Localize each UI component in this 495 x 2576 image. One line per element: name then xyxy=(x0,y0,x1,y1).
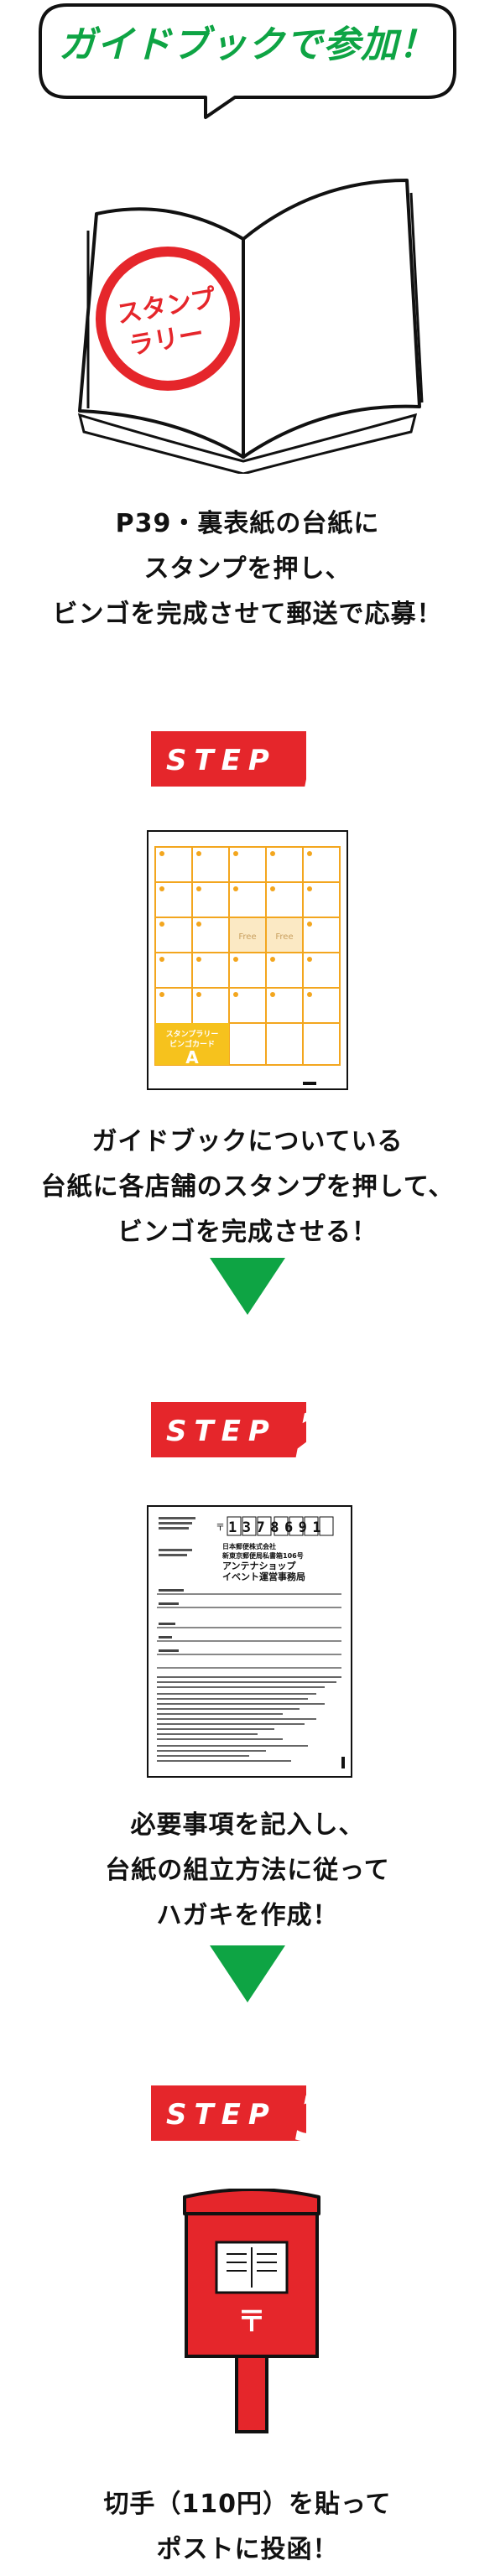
free-cell-2: Free xyxy=(275,932,293,942)
header-bubble xyxy=(39,3,456,119)
step-2-line: 台紙の組立方法に従って xyxy=(105,1856,390,1885)
intro-text: P39・裏表紙の台紙に スタンプを押し、 ビンゴを完成させて郵送で応募！ xyxy=(0,501,495,637)
step-2-line: ハガキを作成！ xyxy=(156,1901,339,1930)
step-1-line: 台紙に各店舗のスタンプを押して、 xyxy=(40,1172,455,1202)
stamp-circle xyxy=(96,247,240,391)
address-line: 日本郵便株式会社 xyxy=(222,1542,276,1550)
step-1-number: 1 xyxy=(302,727,346,802)
step-1-text: ガイドブックについている 台紙に各店舗のスタンプを押して、 ビンゴを完成させる！ xyxy=(0,1119,495,1255)
svg-text:スタンプラリー: スタンプラリー xyxy=(166,1029,219,1039)
postbox-icon: 〒 xyxy=(183,2189,320,2433)
bingo-card: Free Free スタンプラリー ビンゴカード A xyxy=(147,830,348,1090)
step-3-banner: STEP 3 xyxy=(151,2081,340,2156)
address-line: アンテナショップ xyxy=(222,1560,297,1571)
step-1-line: ガイドブックについている xyxy=(91,1127,404,1156)
card-letter: A xyxy=(185,1047,199,1067)
intro-line: ビンゴを完成させて郵送で応募！ xyxy=(52,600,443,629)
postcode-text: 1378691 xyxy=(228,1519,326,1536)
svg-text:〒: 〒 xyxy=(216,1522,225,1533)
step-2-number: 2 xyxy=(295,1398,340,1472)
step-3-number: 3 xyxy=(295,2081,340,2156)
step-3-label: STEP xyxy=(166,2098,277,2132)
intro-line: スタンプを押し、 xyxy=(143,554,352,584)
step-1-label: STEP xyxy=(166,744,277,777)
step-3-line: 切手（110円）を貼って xyxy=(103,2490,392,2519)
guidebook-illustration: スタンプ ラリー xyxy=(77,179,424,474)
address-line: 新東京郵便局私書箱106号 xyxy=(222,1551,304,1560)
free-cell-1: Free xyxy=(238,932,256,942)
step-2-label: STEP xyxy=(166,1415,277,1448)
step-2-text: 必要事項を記入し、 台紙の組立方法に従って ハガキを作成！ xyxy=(0,1803,495,1939)
postcard-form: 1378691 〒 日本郵便株式会社 新東京郵便局私書箱106号 アンテナショッ… xyxy=(147,1505,352,1778)
step-3-text: 切手（110円）を貼って ポストに投函！ xyxy=(0,2482,495,2573)
header-title: ガイドブックで参加！ xyxy=(59,23,436,66)
svg-text:〒: 〒 xyxy=(237,2305,266,2339)
address-line: イベント運営事務局 xyxy=(222,1571,305,1582)
step-2-line: 必要事項を記入し、 xyxy=(130,1810,365,1840)
step-1-line: ビンゴを完成させる！ xyxy=(117,1218,378,1247)
step-1-banner: STEP 1 xyxy=(151,727,346,802)
step-2-banner: STEP 2 xyxy=(151,1398,340,1472)
down-arrow-icon xyxy=(210,1258,285,1315)
intro-line: P39・裏表紙の台紙に xyxy=(115,509,380,538)
step-3-line: ポストに投函！ xyxy=(156,2535,339,2564)
svg-text:ビンゴカード: ビンゴカード xyxy=(169,1039,215,1049)
down-arrow-icon xyxy=(210,1945,285,2002)
